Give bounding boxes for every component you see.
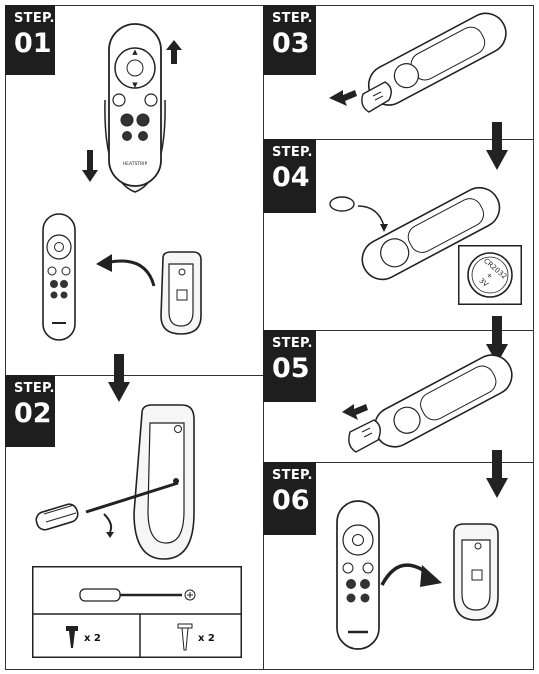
step-word: STEP.: [14, 11, 55, 26]
step-02-badge: STEP. 02: [5, 375, 55, 447]
down-arrow: [486, 122, 508, 170]
step-05-badge: STEP. 05: [263, 330, 316, 402]
svg-text:▼: ▼: [132, 81, 138, 89]
step-word: STEP.: [272, 336, 313, 351]
step-number: 06: [272, 485, 310, 516]
step-word: STEP.: [272, 11, 313, 26]
anchor-quantity: x 2: [198, 633, 215, 644]
tools-box: [32, 566, 242, 658]
up-arrow: [166, 40, 182, 64]
step-number: 04: [272, 162, 310, 193]
remote-illustration: [336, 500, 380, 650]
down-arrow: [108, 354, 130, 402]
down-arrow: [486, 450, 508, 498]
step-word: STEP.: [272, 145, 313, 160]
step-number: 02: [14, 398, 52, 429]
step-number: 05: [272, 353, 310, 384]
battery-insert-illustration: [329, 186, 501, 281]
battery-cover-removal-illustration: [329, 12, 507, 113]
curved-arrow: [96, 254, 156, 287]
step-01-badge: STEP. 01: [5, 5, 55, 75]
battery-detail-box: CR2032 + 3V: [458, 245, 522, 305]
down-arrow: [486, 316, 508, 364]
svg-text:▲: ▲: [132, 48, 138, 56]
step-number: 01: [14, 28, 52, 59]
step-06-badge: STEP. 06: [263, 462, 316, 535]
battery-cover-replace-illustration: [342, 354, 513, 453]
wall-holder-illustration: [453, 523, 499, 621]
remote-illustration: [42, 213, 76, 341]
down-arrow: [82, 150, 98, 182]
step-04-badge: STEP. 04: [263, 139, 316, 213]
remote-in-holder-illustration: ▲ ▼ HEATSTRIP: [104, 23, 166, 193]
battery-polarity-text: +: [485, 271, 495, 281]
step-word: STEP.: [272, 468, 313, 483]
step-03-badge: STEP. 03: [263, 5, 316, 75]
holder-mount-illustration: [133, 404, 195, 560]
remote-brand-text: HEATSTRIP: [123, 161, 148, 167]
step-number: 03: [272, 28, 310, 59]
wall-holder-illustration: [160, 251, 202, 335]
screw-quantity: x 2: [84, 633, 101, 644]
screwdriver-illustration: [35, 481, 179, 538]
step-word: STEP.: [14, 381, 55, 396]
curved-arrow: [380, 563, 442, 587]
